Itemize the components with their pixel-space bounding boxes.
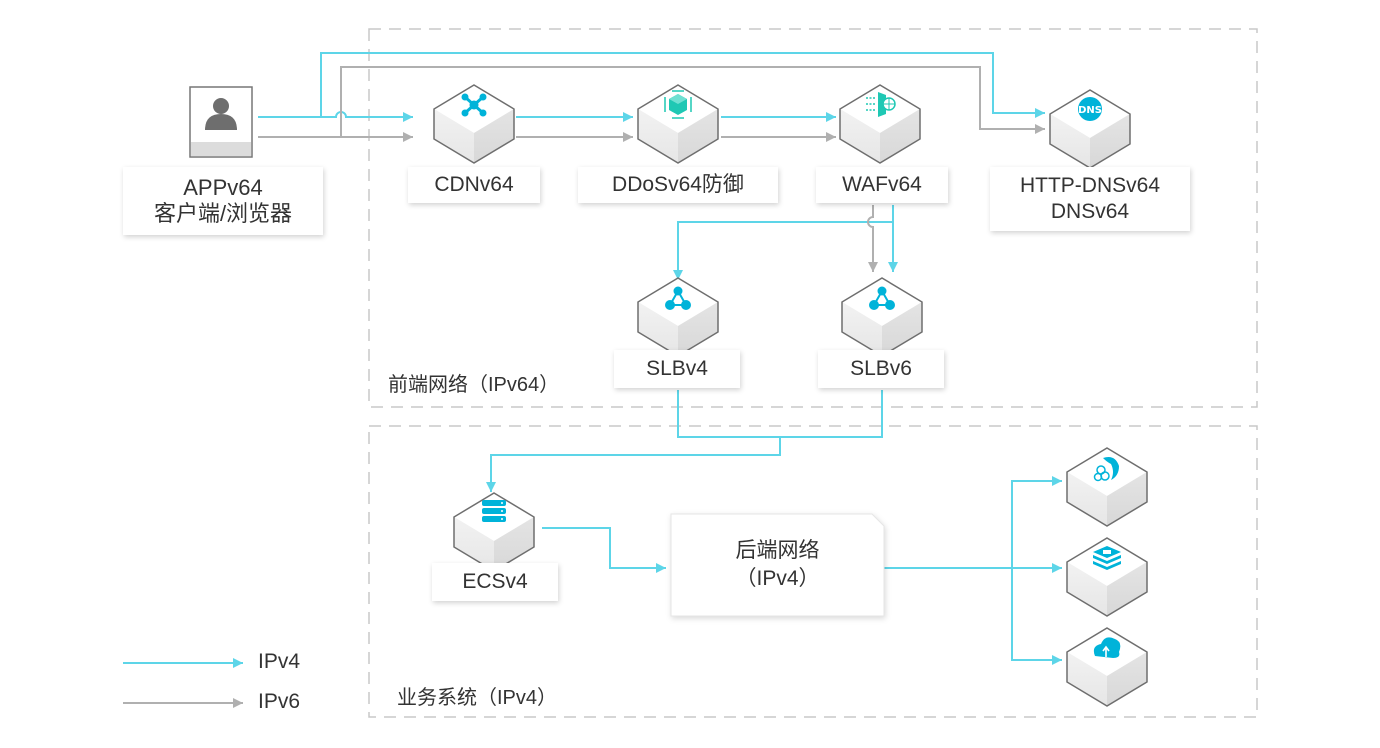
app-device[interactable] [189, 86, 253, 158]
waf-node[interactable] [839, 84, 921, 164]
ddos-node[interactable] [637, 84, 719, 164]
slbv4-label: SLBv4 [614, 350, 740, 388]
dns-node[interactable]: DNS [1049, 89, 1131, 169]
dns-label-line1: HTTP-DNSv64 [1019, 174, 1161, 197]
business-zone [368, 425, 1258, 718]
ecs-node[interactable] [453, 492, 535, 572]
edge-app-cdn-ipv4 [258, 111, 413, 122]
ddos-label: DDoSv64防御 [578, 167, 778, 203]
backend-box[interactable] [670, 513, 885, 617]
app-label-line1: APPv64 [183, 175, 263, 200]
cdn-label-text: CDNv64 [434, 173, 514, 196]
legend-ipv6-label: IPv6 [258, 690, 301, 713]
redis-node[interactable] [1066, 537, 1148, 617]
slbv6-label-text: SLBv6 [850, 357, 912, 380]
cdn-node[interactable] [433, 84, 515, 164]
dns-label-line2: DNSv64 [1050, 200, 1130, 223]
slb-icon [665, 286, 691, 310]
business-zone-label: 业务系统（IPv4） [397, 687, 558, 709]
edge-slb-ecs [490, 390, 883, 492]
database-dolphin-icon [1093, 457, 1119, 482]
ddos-label-text: DDoSv64防御 [612, 173, 744, 196]
dns-label: HTTP-DNSv64 DNSv64 [990, 167, 1190, 231]
backend-label-line2: （IPv4） [735, 567, 820, 590]
slbv4-label-text: SLBv4 [646, 357, 708, 380]
frontend-zone-label: 前端网络（IPv64） [388, 374, 560, 396]
edge-app-dns-ipv4 [320, 52, 1045, 118]
edge-ecs-backend [542, 527, 666, 573]
redis-icon [1093, 546, 1121, 570]
svg-text:DNS: DNS [1078, 105, 1102, 116]
backend-label-line1: 后端网络 [735, 539, 820, 562]
waf-icon [866, 92, 896, 117]
app-label: APPv64 客户端/浏览器 [123, 167, 323, 235]
dns-icon: DNS [1078, 97, 1102, 121]
oss-node[interactable] [1066, 627, 1148, 707]
legend-ipv4-label: IPv4 [258, 650, 301, 673]
user-icon [205, 98, 237, 130]
frontend-zone [368, 28, 1258, 408]
server-icon [482, 500, 506, 522]
ddos-shield-icon [664, 90, 692, 119]
slbv4-node[interactable] [637, 277, 719, 357]
cdn-label: CDNv64 [408, 167, 540, 203]
edge-backend-services [884, 480, 1062, 661]
slbv6-node[interactable] [841, 277, 923, 357]
edge-app-dns-ipv6 [340, 66, 1045, 137]
ecs-label-text: ECSv4 [462, 570, 528, 593]
waf-label-text: WAFv64 [842, 173, 922, 196]
cloud-upload-icon [1093, 637, 1121, 658]
cdn-icon [461, 93, 487, 117]
edge-waf-slbv4-ipv4 [673, 205, 894, 280]
backend-label: 后端网络 （IPv4） [671, 530, 884, 600]
slb-icon [869, 286, 895, 310]
waf-label: WAFv64 [816, 167, 948, 203]
rds-node[interactable] [1066, 447, 1148, 527]
slbv6-label: SLBv6 [818, 350, 944, 388]
ecs-label: ECSv4 [432, 563, 558, 601]
edge-waf-slbv6-ipv6 [867, 205, 878, 272]
app-label-line2: 客户端/浏览器 [153, 201, 293, 226]
